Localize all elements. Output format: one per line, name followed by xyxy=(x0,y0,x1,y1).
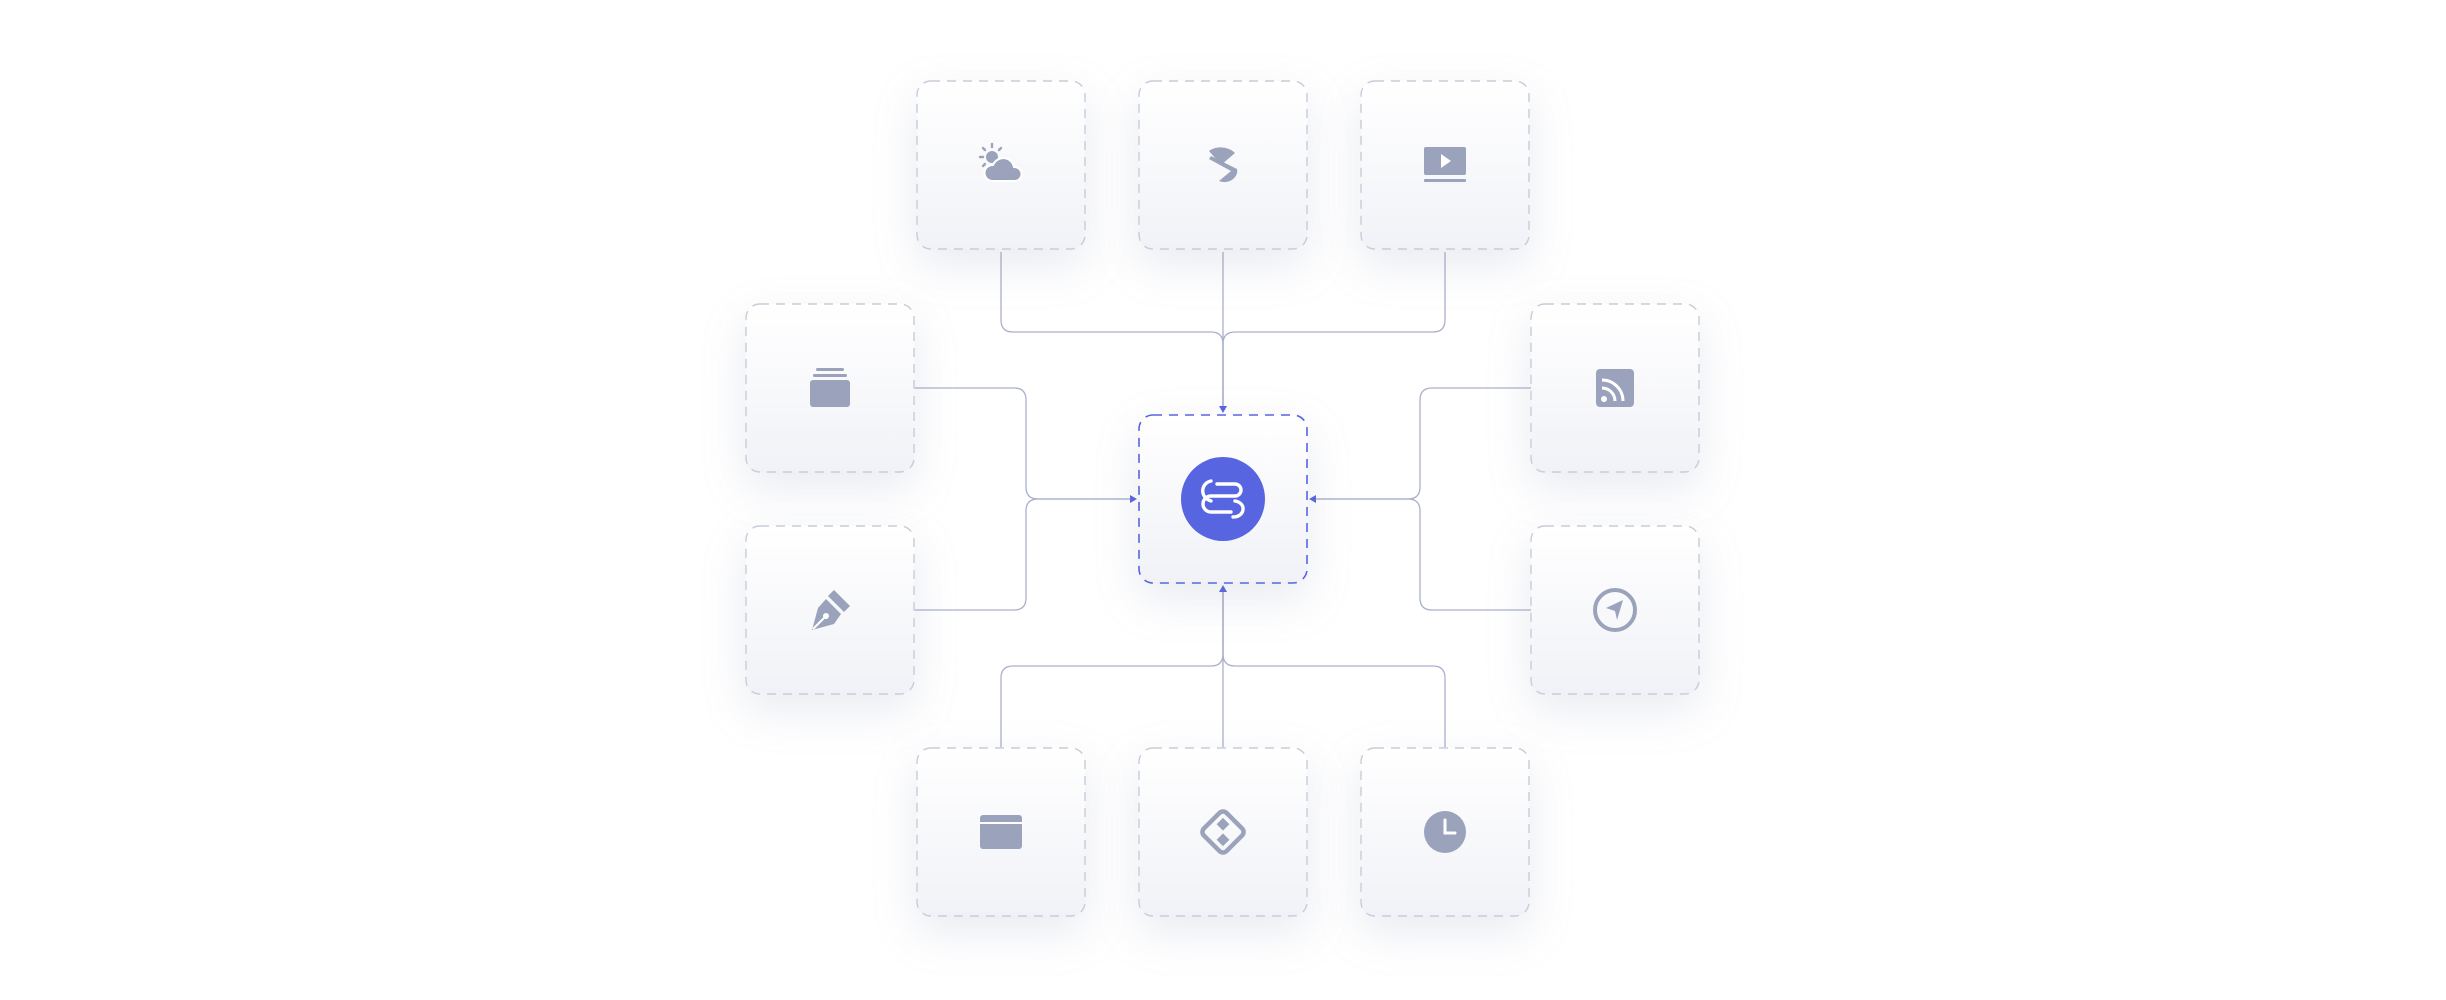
right-upper-connector xyxy=(1312,387,1531,500)
node-pen[interactable] xyxy=(745,525,915,695)
left-lower-connector xyxy=(915,498,1134,611)
diamond-grid-icon xyxy=(1200,809,1246,855)
pen-nib-icon xyxy=(812,590,850,630)
arrow-into-hub-top xyxy=(1219,406,1227,413)
s-brand-icon xyxy=(1209,147,1238,183)
node-grid-diamond[interactable] xyxy=(1138,747,1308,917)
left-upper-connector xyxy=(915,387,1134,500)
clock-icon xyxy=(1424,811,1466,853)
browser-window-icon xyxy=(980,815,1022,849)
node-stack[interactable] xyxy=(745,303,915,473)
node-rss[interactable] xyxy=(1530,303,1700,473)
top-right-connector xyxy=(1222,252,1446,410)
arrow-into-hub-right xyxy=(1309,495,1316,503)
node-window[interactable] xyxy=(916,747,1086,917)
node-clock[interactable] xyxy=(1360,747,1530,917)
compass-arrow-icon xyxy=(1593,588,1637,632)
rss-feed-icon xyxy=(1596,369,1634,407)
partly-cloudy-icon xyxy=(978,142,1023,182)
paperclip-s-logo-icon xyxy=(1181,457,1265,541)
node-s-app[interactable] xyxy=(1138,80,1308,250)
arrow-into-hub-left xyxy=(1130,495,1137,503)
hub-tile[interactable] xyxy=(1138,414,1308,584)
bottom-left-connector xyxy=(1000,588,1224,747)
node-weather[interactable] xyxy=(916,80,1086,250)
right-lower-connector xyxy=(1312,498,1531,611)
card-stack-icon xyxy=(810,368,850,407)
arrow-into-hub-bottom xyxy=(1219,585,1227,592)
bottom-right-connector xyxy=(1222,588,1446,747)
node-video[interactable] xyxy=(1360,80,1530,250)
video-play-icon xyxy=(1424,147,1466,182)
node-navigator[interactable] xyxy=(1530,525,1700,695)
top-left-connector xyxy=(1000,252,1224,410)
